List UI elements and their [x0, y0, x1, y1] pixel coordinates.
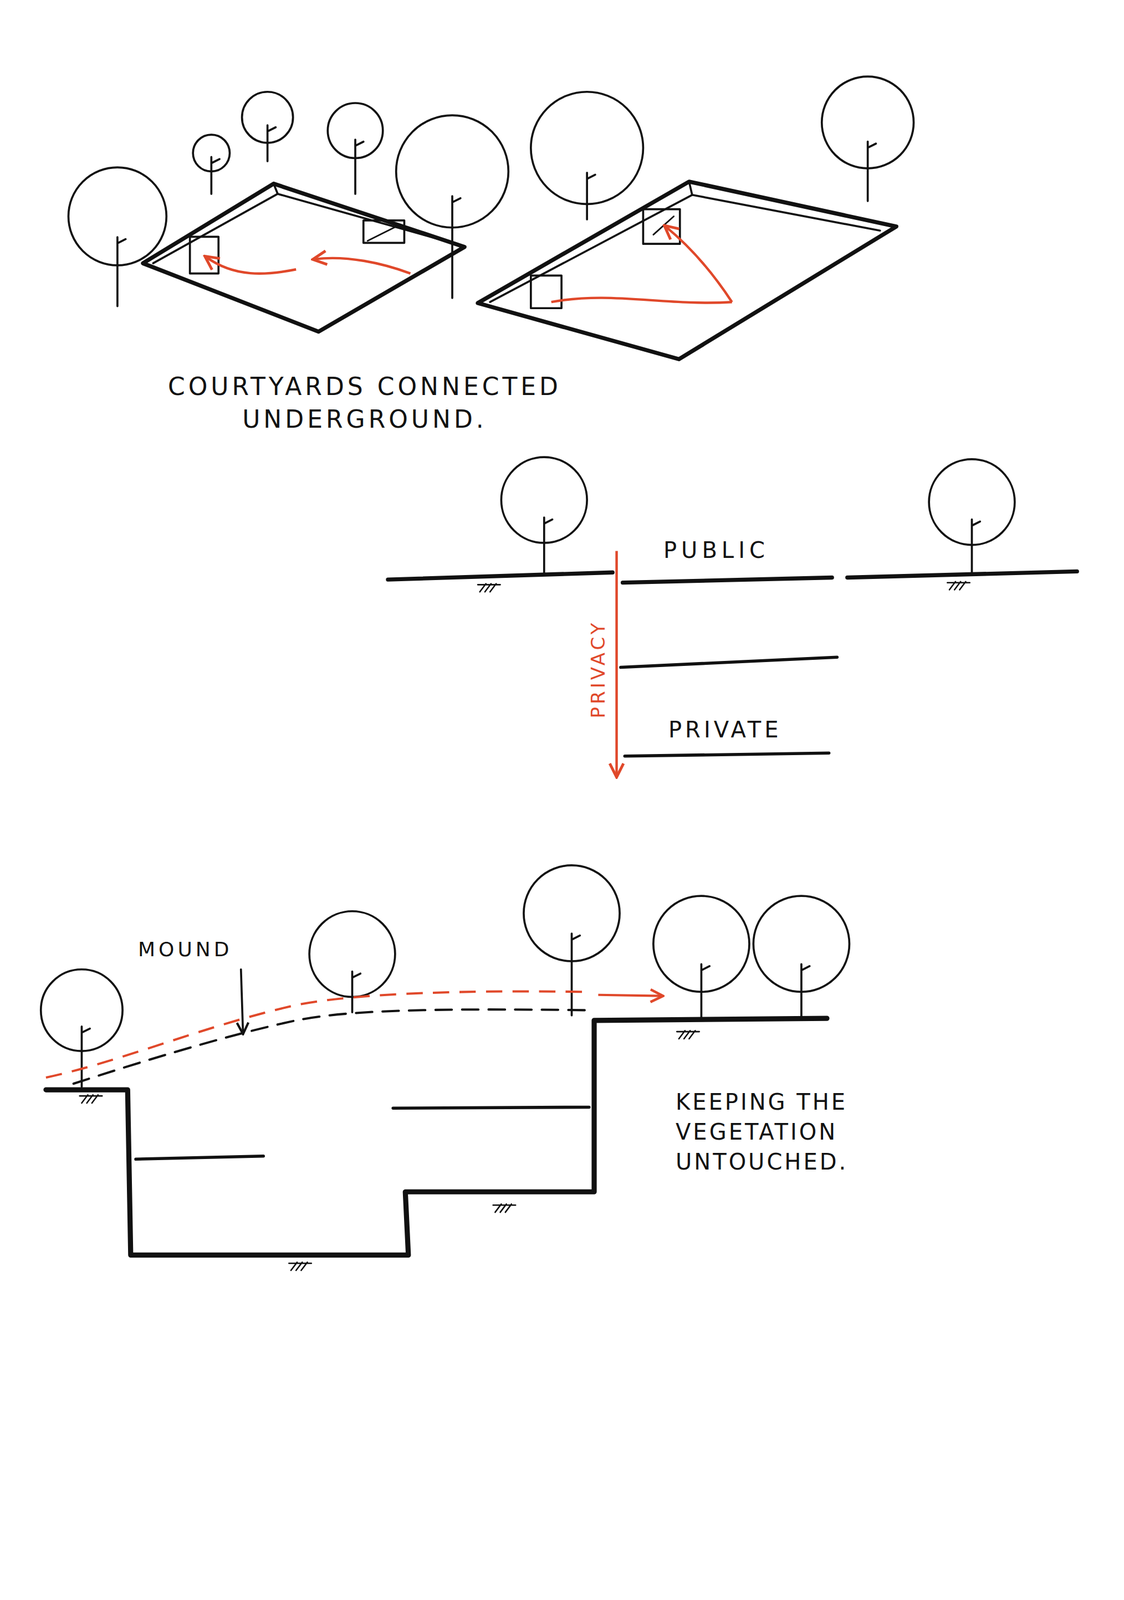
mound-label: MOUND	[138, 936, 233, 964]
level-label: PRIVATE	[668, 714, 782, 745]
ground-hatch	[79, 1095, 103, 1104]
ground-hatch	[288, 1262, 312, 1271]
tree-trunk	[801, 964, 810, 1019]
tree-trunk	[355, 139, 364, 194]
ground-hatch	[947, 581, 970, 591]
privacy-axis-label: PRIVACY	[585, 620, 612, 719]
tree-trunk	[867, 141, 877, 202]
design-note: KEEPING THE VEGETATION UNTOUCHED.	[675, 1087, 898, 1178]
ground-hatch	[493, 1204, 516, 1213]
level-label: PUBLIC	[663, 535, 770, 566]
caption-note: COURTYARDS CONNECTED UNDERGROUND.	[115, 370, 615, 437]
tree-trunk	[971, 519, 980, 574]
tree-trunk	[571, 933, 580, 1016]
tree-trunk	[586, 172, 596, 220]
tree-trunk	[701, 964, 710, 1019]
tree-trunk	[117, 237, 126, 307]
tree-trunk	[352, 972, 361, 1013]
tree-trunk	[544, 517, 553, 574]
tree-trunk	[267, 125, 277, 162]
ground-hatch	[477, 584, 501, 593]
tree-trunk	[211, 156, 220, 194]
ground-hatch	[676, 1030, 700, 1040]
